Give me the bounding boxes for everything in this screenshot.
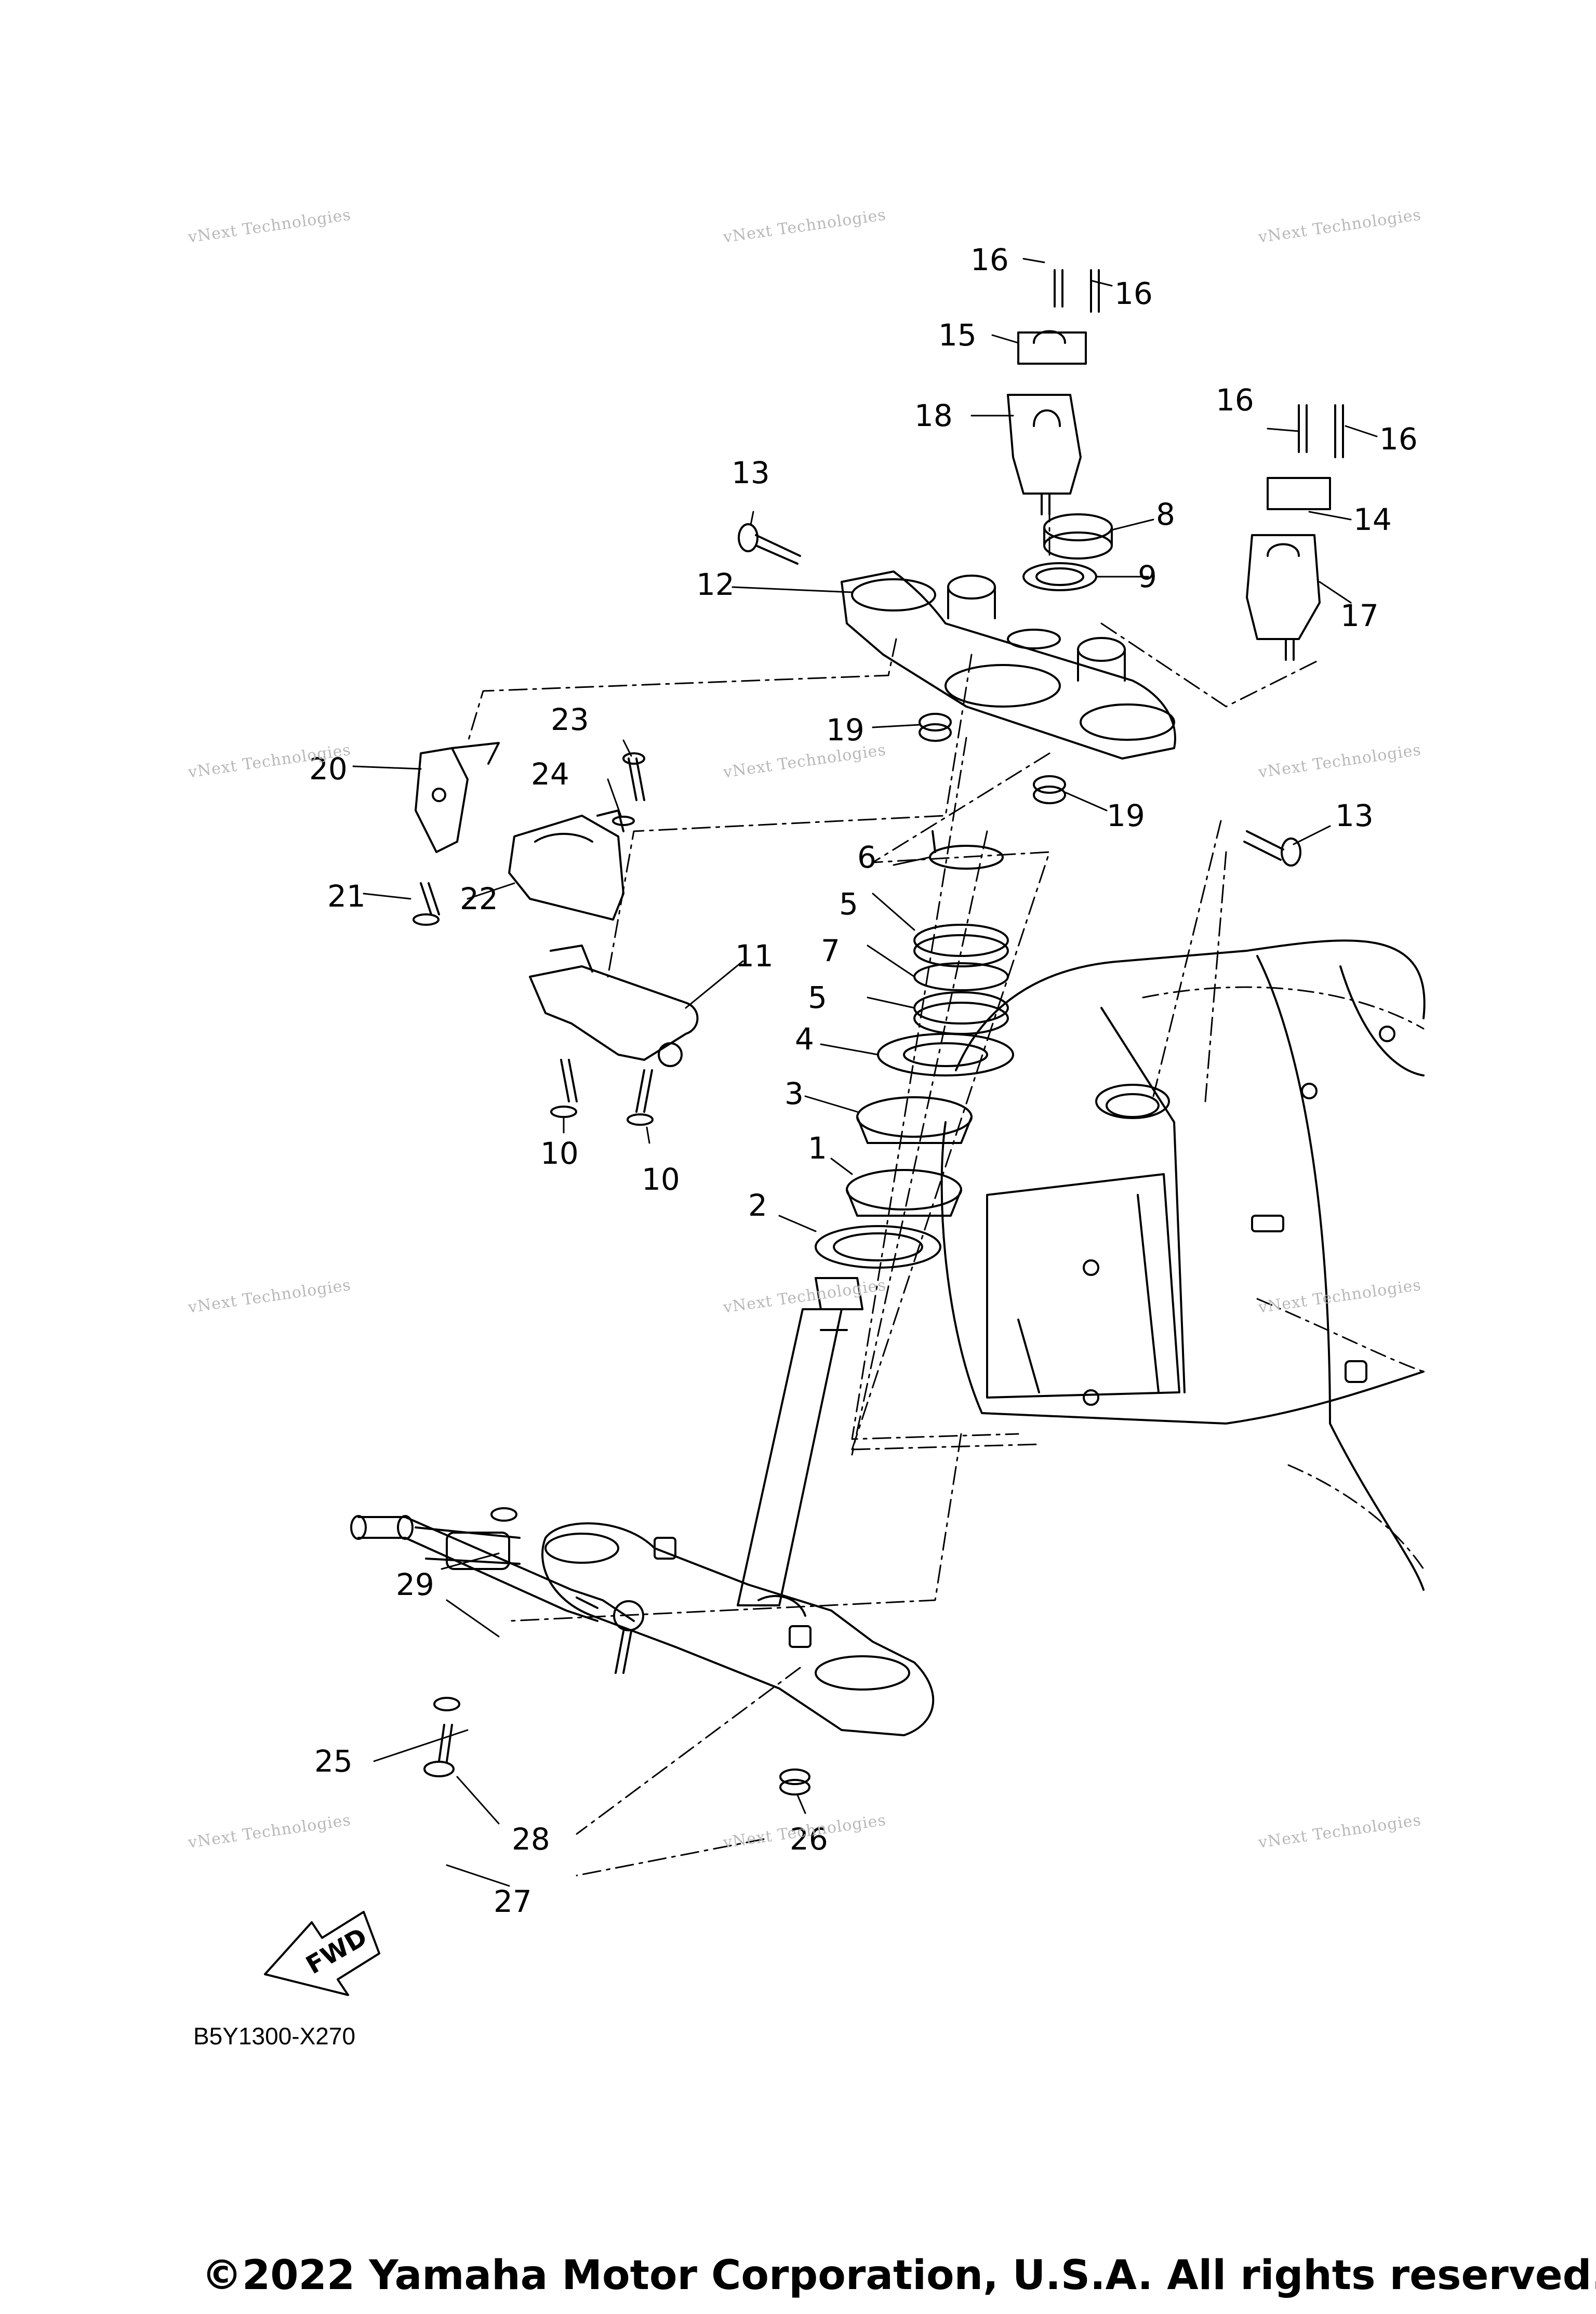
callout-1: 1 [808, 1131, 827, 1166]
nut [1043, 513, 1113, 560]
callout-22: 22 [460, 881, 498, 916]
bolt-13-left [738, 523, 801, 565]
fwd-arrow-icon [264, 1911, 380, 1996]
fwd-label: FWD [301, 1922, 373, 1980]
callout-8: 8 [1156, 497, 1175, 532]
callout-17: 17 [1340, 598, 1379, 633]
callout-5: 5 [808, 980, 827, 1015]
leader-lines [352, 258, 1378, 1887]
fasteners-26-27-28-29 [423, 1507, 810, 1796]
callout-16: 16 [970, 242, 1009, 277]
callout-21: 21 [327, 879, 366, 914]
nuts-19 [919, 713, 1066, 804]
callout-23: 23 [551, 702, 589, 737]
callout-14: 14 [1353, 502, 1392, 537]
callout-20: 20 [309, 751, 348, 787]
callout-15: 15 [938, 317, 977, 353]
callout-10: 10 [540, 1136, 579, 1171]
callout-26: 26 [790, 1821, 828, 1857]
bolt-13-right [1243, 830, 1301, 867]
callout-11: 11 [735, 938, 774, 974]
diagram-code: B5Y1300-X270 [193, 2023, 356, 2050]
handlebar-holder-left [1007, 269, 1100, 515]
callout-6: 6 [857, 840, 876, 875]
steering-stem [737, 1277, 863, 1606]
callout-16: 16 [1216, 382, 1254, 418]
callout-numbers: 16 16 15 18 16 16 13 8 14 9 12 17 23 19 … [309, 242, 1418, 1919]
callout-16: 16 [1114, 276, 1153, 311]
lower-bracket [541, 1522, 935, 1736]
steering-damper [350, 1515, 644, 1674]
copyright-notice: ©2022 Yamaha Motor Corporation, U.S.A. A… [202, 2252, 1596, 2299]
callout-25: 25 [314, 1744, 353, 1779]
callout-9: 9 [1138, 559, 1157, 594]
callout-19: 19 [1107, 798, 1145, 833]
callout-13: 13 [1335, 798, 1374, 833]
upper-bracket [841, 570, 1176, 760]
callout-29: 29 [396, 1567, 434, 1602]
callout-2: 2 [748, 1188, 767, 1223]
bracket-20 [415, 742, 500, 853]
bolt-small [413, 752, 654, 1126]
bearing-stack [815, 830, 1014, 1269]
callout-4: 4 [795, 1021, 814, 1057]
reference-lines [467, 503, 1321, 1877]
callout-5: 5 [839, 886, 858, 922]
callout-24: 24 [531, 756, 569, 792]
cover-22 [508, 809, 624, 921]
frame-head [940, 939, 1426, 1591]
callout-7: 7 [821, 933, 840, 968]
callout-12: 12 [696, 567, 735, 602]
handlebar-holder-right [1246, 404, 1344, 661]
frame-outline-dashed [1142, 986, 1425, 1570]
bracket-11 [529, 945, 699, 1067]
callout-18: 18 [914, 398, 953, 433]
washer [1022, 562, 1097, 591]
callout-3: 3 [784, 1076, 804, 1111]
callout-28: 28 [512, 1821, 550, 1857]
callout-27: 27 [494, 1884, 532, 1919]
callout-19: 19 [826, 712, 864, 748]
callout-13: 13 [732, 455, 770, 490]
callout-10: 10 [642, 1162, 680, 1197]
callout-16: 16 [1379, 421, 1418, 457]
